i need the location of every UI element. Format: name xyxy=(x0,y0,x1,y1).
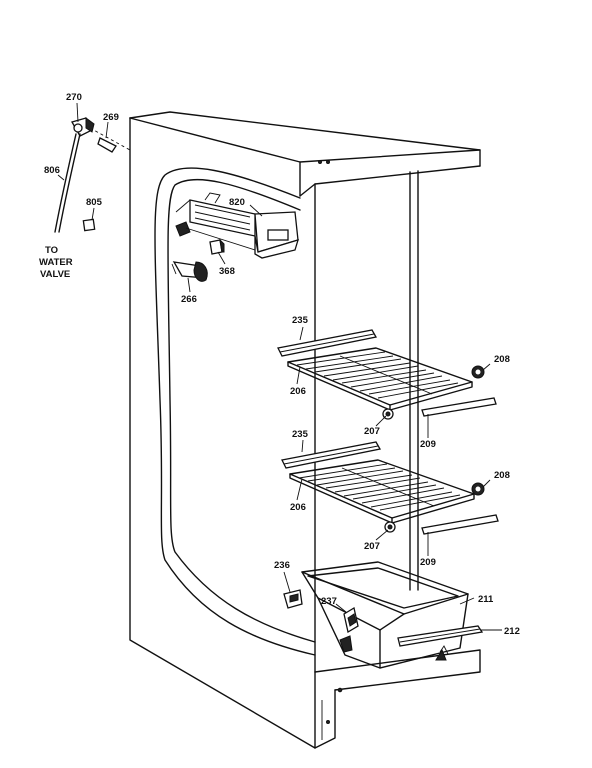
label-208-upper: 208 xyxy=(494,354,510,365)
wire-shelf-206-lower xyxy=(289,459,475,524)
label-269: 269 xyxy=(103,112,119,123)
label-266: 266 xyxy=(181,294,197,305)
water-note-line-3: VALVE xyxy=(40,269,70,280)
clip-805 xyxy=(82,218,96,232)
label-208-lower: 208 xyxy=(494,470,510,481)
cabinet-outline xyxy=(129,111,481,749)
label-211: 211 xyxy=(478,594,494,605)
label-209-lower: 209 xyxy=(420,557,436,568)
shelf-front-trim-235-lower xyxy=(281,441,382,469)
label-236: 236 xyxy=(274,560,290,571)
tube-269 xyxy=(97,137,117,153)
door-gasket-liner xyxy=(154,167,316,656)
label-206-upper: 206 xyxy=(290,386,306,397)
shelf-support-208-upper xyxy=(471,365,485,379)
label-207-lower: 207 xyxy=(364,541,380,552)
label-805: 805 xyxy=(86,197,103,208)
shelf-rear-trim-209-lower xyxy=(421,514,499,535)
fitting-270 xyxy=(71,117,95,137)
label-235-lower: 235 xyxy=(292,429,309,440)
label-212: 212 xyxy=(504,626,520,637)
shelf-front-trim-235-upper xyxy=(277,329,378,357)
shelf-support-208-lower xyxy=(471,482,485,496)
leader-lines xyxy=(57,102,502,631)
label-368: 368 xyxy=(219,266,235,277)
label-209-upper: 209 xyxy=(420,439,436,450)
callout-labels: 270 269 806 805 TO WATER VALVE 820 368 2… xyxy=(39,92,520,637)
water-line-parts xyxy=(54,117,131,233)
pan-support-236 xyxy=(283,589,303,609)
label-270: 270 xyxy=(66,92,82,103)
shelf-rear-trim-209-upper xyxy=(421,397,497,417)
label-237: 237 xyxy=(321,596,337,607)
crisper-cover-trim-212 xyxy=(397,625,484,647)
fill-cup-266 xyxy=(171,261,208,282)
water-note-line-2: WATER xyxy=(39,257,73,268)
water-tube-806 xyxy=(54,133,77,233)
wire-shelf-206-upper xyxy=(287,347,473,411)
crisper-pan-211 xyxy=(301,561,469,669)
label-206-lower: 206 xyxy=(290,502,306,513)
label-207-upper: 207 xyxy=(364,426,380,437)
water-note-line-1: TO xyxy=(45,245,58,256)
label-806: 806 xyxy=(44,165,60,176)
label-820: 820 xyxy=(229,197,245,208)
upper-shelf-assembly xyxy=(277,329,497,420)
ice-maker-bracket-368 xyxy=(209,238,225,255)
lower-shelf-assembly xyxy=(281,441,499,535)
label-235-upper: 235 xyxy=(292,315,309,326)
pan-support-237 xyxy=(339,606,359,653)
shelf-stud-207-lower xyxy=(384,521,396,533)
ice-maker-820 xyxy=(175,192,299,259)
